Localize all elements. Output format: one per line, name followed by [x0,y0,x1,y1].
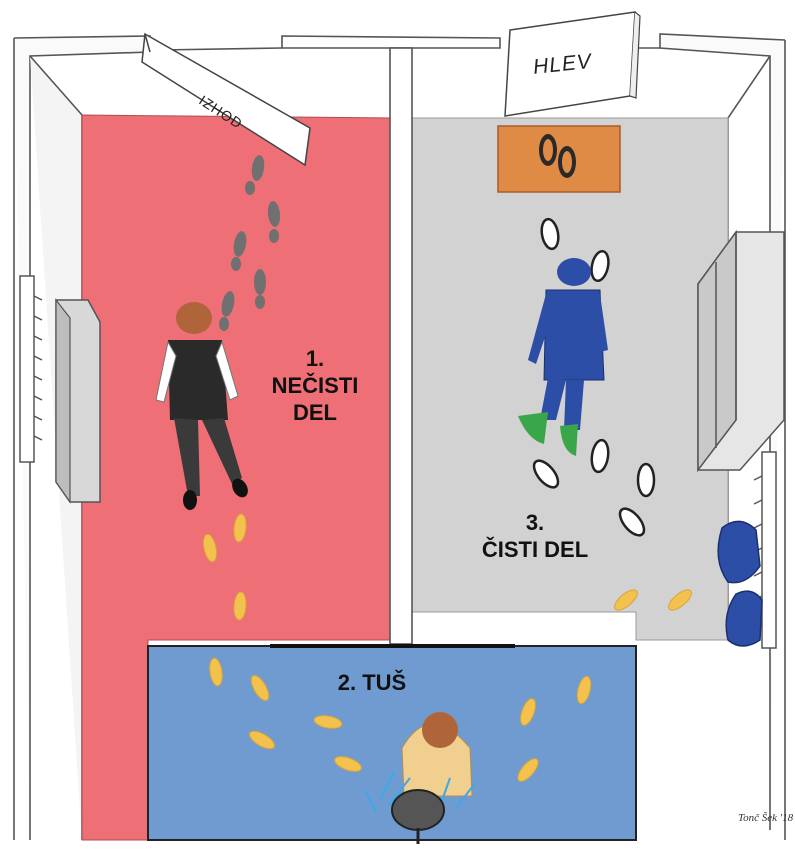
boot-mat [498,126,620,192]
clean-zone-label: 3. ČISTI DEL [450,510,620,564]
artist-signature: Tonč Šek '18 [738,812,793,824]
shower-zone-label: 2. TUŠ [322,670,422,697]
clean-side-lockers [698,232,784,470]
dirty-side-bench [56,300,100,502]
dirty-side-coat-rack [20,276,42,462]
dirty-zone-label: 1. NEČISTI DEL [255,346,375,426]
dividing-wall [390,48,412,644]
